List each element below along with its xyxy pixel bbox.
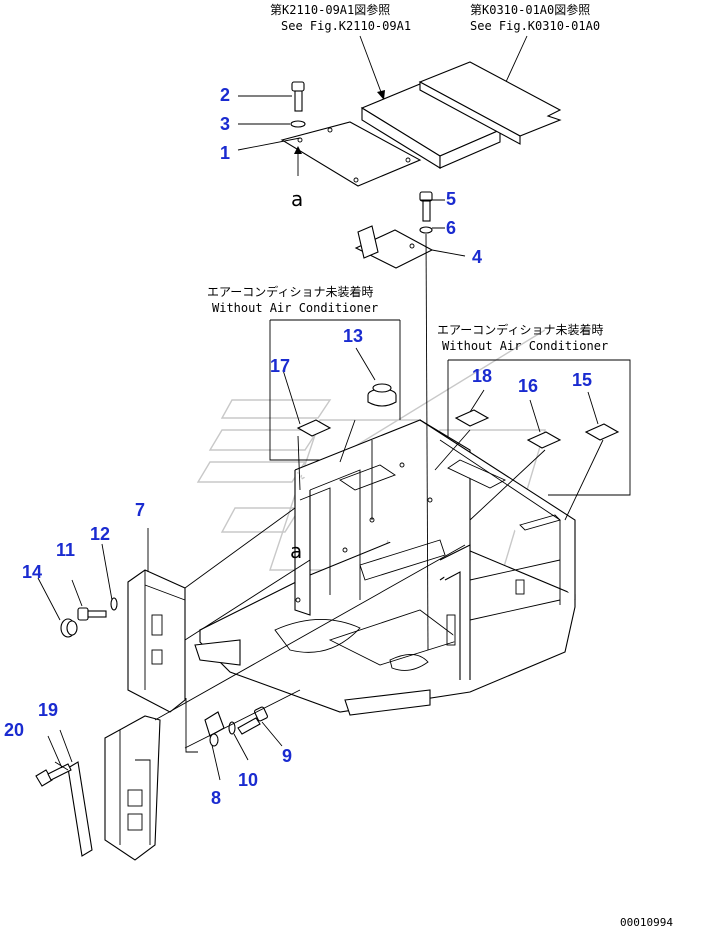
washer-part-3 xyxy=(290,120,306,128)
callout-19: 19 xyxy=(38,700,58,720)
plug-part-14 xyxy=(60,618,78,638)
ref-top-right-jp: 第K0310-01A0図参照 xyxy=(470,2,590,17)
note-right-jp: エアーコンディショナ未装着時 xyxy=(437,322,603,337)
callout-18: 18 xyxy=(472,366,492,386)
plug-part-18 xyxy=(454,409,490,427)
callout-13: 13 xyxy=(343,326,363,346)
ref-top-right-en: See Fig.K0310-01A0 xyxy=(470,19,600,33)
ref-top-left-en: See Fig.K2110-09A1 xyxy=(281,19,411,33)
ref-top-left-jp: 第K2110-09A1図参照 xyxy=(270,2,390,17)
bolt-part-11 xyxy=(77,607,107,621)
plug-part-16 xyxy=(526,431,562,449)
panel-7-leaders xyxy=(184,507,311,641)
callout-7: 7 xyxy=(135,500,145,520)
note-right-en: Without Air Conditioner xyxy=(442,339,608,353)
side-panel-part-19 xyxy=(104,715,161,861)
callout-10: 10 xyxy=(238,770,258,790)
callout-2: 2 xyxy=(220,85,230,105)
plug-part-15 xyxy=(584,423,620,441)
callout-17: 17 xyxy=(270,356,290,376)
plug-part-17 xyxy=(296,419,332,437)
ref-left-arrowhead xyxy=(377,90,385,100)
callout-6: 6 xyxy=(446,218,456,238)
callout-5: 5 xyxy=(446,189,456,209)
callout-11: 11 xyxy=(56,540,75,560)
bolt-5-leader xyxy=(425,233,429,651)
view-a-arrowhead xyxy=(294,146,302,154)
plug-leaders xyxy=(297,419,604,521)
callout-16: 16 xyxy=(518,376,538,396)
bolt-part-2 xyxy=(291,81,305,112)
plate-part-19 xyxy=(67,761,93,857)
floor-mat-k2110 xyxy=(360,83,502,169)
bolt-part-5 xyxy=(419,191,433,222)
callout-leaders xyxy=(37,95,599,781)
callout-15: 15 xyxy=(572,370,592,390)
bolt-part-20 xyxy=(35,763,72,787)
washer-part-6 xyxy=(419,226,433,234)
bolt-part-9 xyxy=(237,706,268,735)
lower-panel-leaders xyxy=(154,544,466,749)
floor-frame xyxy=(194,419,576,716)
cover-plate-part-1 xyxy=(280,121,422,187)
note-left-bracket xyxy=(269,319,401,461)
view-a-label-top: a xyxy=(291,187,303,211)
callout-12: 12 xyxy=(90,524,110,544)
cap-part-13 xyxy=(367,383,397,407)
callout-4: 4 xyxy=(472,247,482,267)
callout-8: 8 xyxy=(211,788,221,808)
bracket-part-4 xyxy=(354,225,434,269)
note-left-en: Without Air Conditioner xyxy=(212,301,378,315)
note-left-jp: エアーコンディショナ未装着時 xyxy=(207,284,373,299)
view-a-label-mid: a xyxy=(290,539,302,563)
drawing-number: 00010994 xyxy=(620,916,673,929)
callout-9: 9 xyxy=(282,746,292,766)
washer-part-12 xyxy=(110,597,118,611)
callout-3: 3 xyxy=(220,114,230,134)
side-panel-part-7 xyxy=(127,569,186,713)
callout-20: 20 xyxy=(4,720,24,740)
note-right-bracket xyxy=(447,359,631,496)
ref-left-leader xyxy=(359,35,385,101)
lower-panel-bracket xyxy=(185,698,198,753)
bracket-part-8 xyxy=(204,711,225,747)
callout-14: 14 xyxy=(22,562,42,582)
callout-1: 1 xyxy=(220,143,230,163)
floor-mat-k0310 xyxy=(418,61,562,145)
